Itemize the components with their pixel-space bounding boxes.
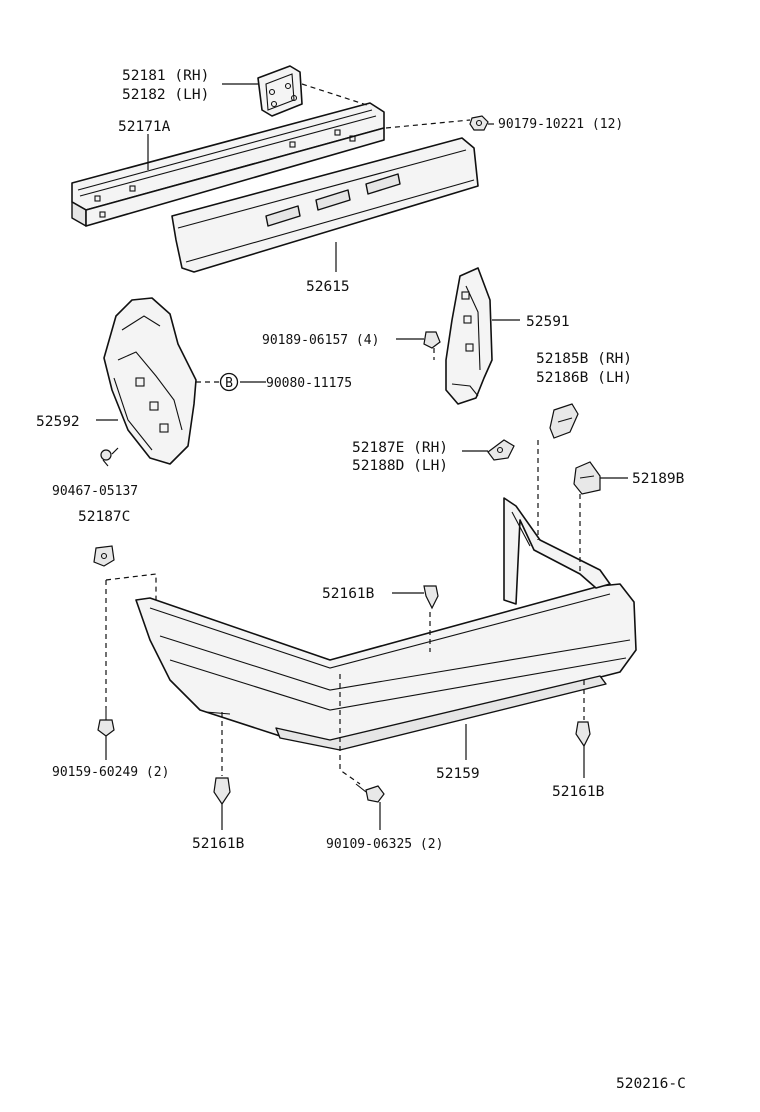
retainer-clip-bottom (213, 777, 231, 806)
label-reinforcement: 52171A (118, 119, 171, 135)
label-bumper-cover: 52159 (436, 766, 480, 782)
retainer-clip-right (575, 721, 591, 748)
stay-c (93, 545, 115, 567)
bumper-side-bracket (573, 461, 601, 495)
callout-labels: 52181 (RH) 52182 (LH) 52171A 90179-10221… (36, 68, 686, 1092)
label-stay-e-rh: 52187E (RH) (352, 440, 448, 456)
label-bracket-rh: 52181 (RH) (122, 68, 209, 84)
leader-lines (96, 83, 628, 830)
label-clip-bottom: 52161B (192, 836, 245, 852)
rear-bumper-cover (135, 497, 637, 751)
label-absorber: 52615 (306, 279, 350, 295)
label-bolt-b: 90080-11175 (266, 376, 352, 391)
hex-bolt (97, 708, 115, 737)
label-stay-d-lh: 52188D (LH) (352, 458, 448, 474)
label-bracket-lh: 52182 (LH) (122, 87, 209, 103)
label-clip-right: 52161B (552, 784, 605, 800)
label-nut: 90179-10221 (12) (498, 117, 623, 132)
label-side-retainer-right: 52591 (526, 314, 570, 330)
bumper-screw (355, 783, 385, 803)
label-screw-l: 90467-05137 (52, 484, 138, 499)
reinforcement-bracket (257, 65, 303, 117)
label-side-retainer-left: 52592 (36, 414, 80, 430)
assembly-lines (105, 83, 585, 785)
tapping-screw (100, 449, 112, 467)
label-stay-b-lh: 52186B (LH) (536, 370, 632, 386)
stay-e (487, 439, 515, 461)
retainer-clip-top (423, 585, 439, 610)
label-bracket-b: 52189B (632, 471, 685, 487)
retaining-clip (423, 331, 441, 349)
side-retainer-left (103, 297, 197, 465)
side-retainer-right (445, 267, 493, 405)
flange-nut (469, 115, 489, 131)
energy-absorber (171, 137, 479, 273)
svg-text:B: B (225, 376, 233, 391)
label-bolt-2: 90159-60249 (2) (52, 765, 169, 780)
label-clip-top: 52161B (322, 586, 375, 602)
drawing-code: 520216-C (616, 1076, 686, 1092)
side-stay (549, 403, 579, 439)
bumper-reinforcement (71, 102, 385, 227)
label-screw-2: 90109-06325 (2) (326, 837, 443, 852)
label-stay-b-rh: 52185B (RH) (536, 351, 632, 367)
b-marker-icon: B (219, 372, 239, 392)
label-clip: 90189-06157 (4) (262, 333, 379, 348)
label-stay-c: 52187C (78, 509, 130, 525)
